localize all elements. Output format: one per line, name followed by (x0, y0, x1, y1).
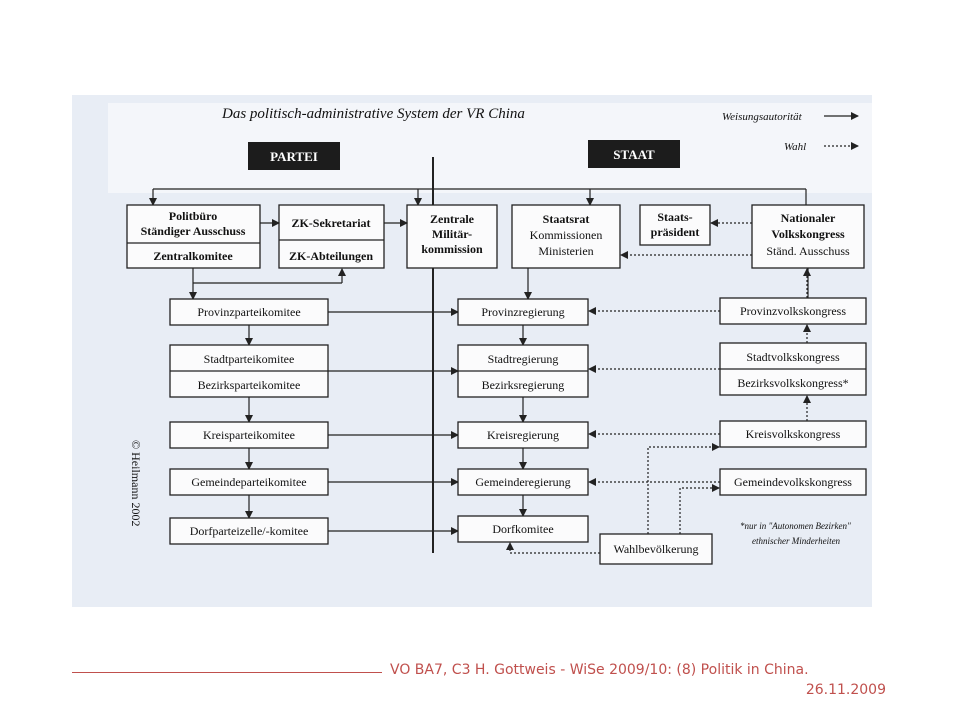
province-party-box (169, 298, 329, 326)
party-header-label: PARTEI (270, 149, 318, 164)
village-committee-label: Dorfkomitee (492, 522, 553, 536)
copyright-label: © Heilmann 2002 (129, 440, 143, 526)
city-party-label: Stadtparteikomitee (204, 352, 295, 366)
municipality-congress-box (719, 468, 867, 496)
central-committee-label: Zentralkomitee (153, 249, 233, 263)
footer-divider (72, 672, 382, 673)
municipality-gov-box (457, 468, 589, 496)
city-congress-label: Stadtvolkskongress (746, 350, 840, 364)
commissions-label: Kommissionen (530, 228, 603, 242)
politburo-box (126, 204, 261, 269)
military-commission-box (406, 204, 498, 269)
legend-election-label: Wahl (784, 141, 806, 153)
secretariat-label: ZK-Sekretariat (291, 216, 370, 230)
district-gov-label: Bezirksregierung (482, 378, 565, 392)
province-congress-label: Provinzvolkskongress (740, 304, 846, 318)
footnote-line2: ethnischer Minderheiten (752, 536, 841, 546)
party-header (248, 142, 340, 170)
npc-line3: Ständ. Ausschuss (766, 244, 850, 258)
province-party-label: Provinzparteikomitee (197, 305, 300, 319)
village-party-label: Dorfparteizelle/-komitee (190, 524, 309, 538)
county-gov-label: Kreisregierung (487, 428, 559, 442)
county-congress-label: Kreisvolkskongress (746, 427, 841, 441)
municipality-gov-label: Gemeinderegierung (475, 475, 570, 489)
military-line3: kommission (421, 242, 483, 256)
president-line2: präsident (651, 225, 700, 239)
municipality-congress-label: Gemeindevolkskongress (734, 475, 852, 489)
president-line1: Staats- (657, 210, 692, 224)
city-gov-label: Stadtregierung (488, 352, 559, 366)
title-area (108, 103, 872, 193)
footer-date-text: 26.11.2009 (805, 682, 886, 698)
legend-directive-label: Weisungsautorität (722, 111, 803, 123)
province-gov-box (457, 298, 589, 326)
diagram-title: Das politisch-administrative System der … (221, 106, 525, 122)
state-header (588, 140, 680, 168)
diagram-scan: Das politisch-administrative System der … (72, 95, 872, 607)
municipality-party-label: Gemeindeparteikomitee (191, 475, 306, 489)
military-line2: Militär- (432, 227, 472, 241)
electorate-box (599, 533, 713, 565)
npc-line2: Volkskongress (771, 227, 845, 241)
ministries-label: Ministerien (538, 244, 593, 258)
secretariat-box (278, 204, 385, 269)
footer-course-text: VO BA7, C3 H. Gottweis - WiSe 2009/10: (… (390, 662, 809, 678)
village-party-box (169, 517, 329, 545)
military-line1: Zentrale (430, 212, 475, 226)
district-party-label: Bezirksparteikomitee (198, 378, 301, 392)
state-council-label: Staatsrat (543, 212, 590, 226)
county-party-label: Kreisparteikomitee (203, 428, 295, 442)
electorate-label: Wahlbevölkerung (613, 542, 698, 556)
standing-committee-label: Ständiger Ausschuss (141, 224, 246, 238)
province-gov-label: Provinzregierung (481, 305, 564, 319)
politburo-label: Politbüro (169, 209, 217, 223)
npc-line1: Nationaler (781, 211, 836, 225)
npc-box (751, 204, 865, 269)
org-chart: Das politisch-administrative System der … (108, 103, 872, 565)
state-header-label: STAAT (613, 147, 655, 162)
departments-label: ZK-Abteilungen (289, 249, 373, 263)
state-council-box (511, 204, 621, 269)
district-congress-label: Bezirksvolkskongress* (737, 376, 848, 390)
county-gov-box (457, 421, 589, 449)
village-committee-box (457, 515, 589, 543)
county-congress-box (719, 420, 867, 448)
footnote-line1: *nur in "Autonomen Bezirken" (740, 521, 851, 531)
municipality-party-box (169, 468, 329, 496)
